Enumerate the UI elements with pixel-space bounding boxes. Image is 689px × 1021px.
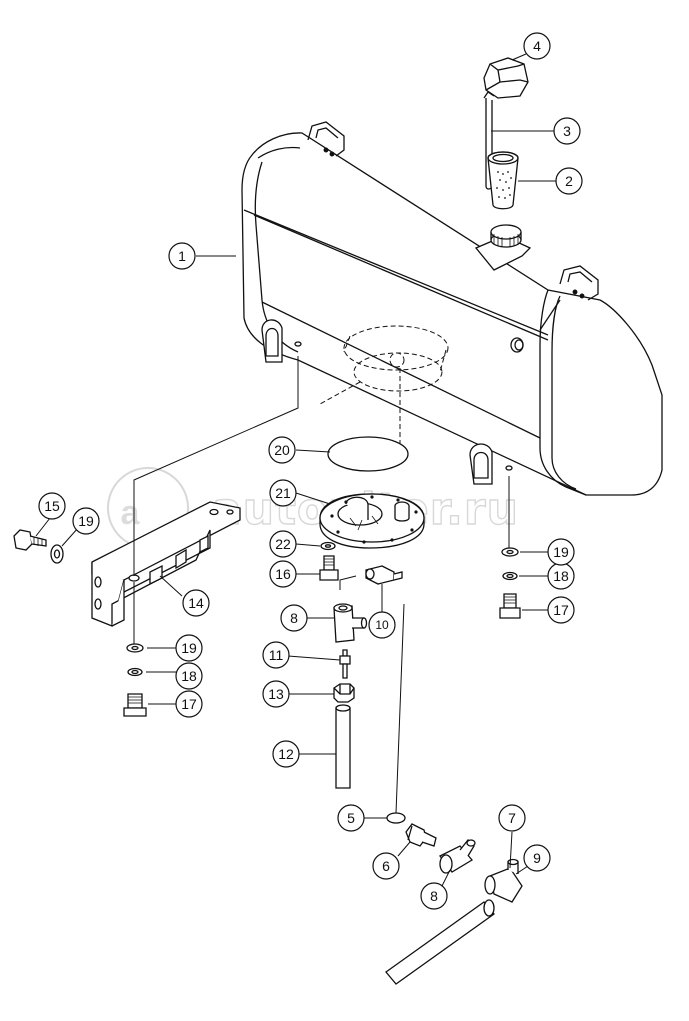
filler-cap-group bbox=[483, 57, 529, 210]
callout-label: 19 bbox=[553, 544, 569, 560]
callout-label: 7 bbox=[508, 810, 516, 826]
callout-label: 20 bbox=[274, 442, 290, 458]
leader-lines bbox=[35, 53, 556, 891]
callout-22: 22 bbox=[269, 530, 297, 558]
elbow-fitting bbox=[484, 858, 523, 903]
callout-19-bolt: 19 bbox=[72, 507, 100, 535]
svg-text:a: a bbox=[121, 494, 141, 532]
callout-5: 5 bbox=[337, 804, 365, 832]
callout-4: 4 bbox=[523, 32, 551, 60]
callout-7: 7 bbox=[498, 804, 526, 832]
nut bbox=[333, 683, 355, 703]
callouts: 1 2 3 4 5 6 7 8 8 9 10 11 12 13 14 15 16… bbox=[38, 32, 583, 910]
callout-11: 11 bbox=[262, 641, 290, 669]
o-ring bbox=[386, 812, 406, 824]
outlet-flange bbox=[319, 493, 425, 549]
callout-8-upper: 8 bbox=[280, 604, 308, 632]
left-fasteners bbox=[123, 643, 147, 717]
valve bbox=[339, 649, 351, 679]
callout-20: 20 bbox=[268, 436, 296, 464]
callout-label: 18 bbox=[181, 668, 197, 684]
callout-label: 3 bbox=[563, 123, 571, 139]
callout-17-right: 17 bbox=[547, 596, 575, 624]
callout-label: 21 bbox=[275, 485, 291, 501]
gasket bbox=[327, 436, 409, 472]
callout-19-left: 19 bbox=[175, 634, 203, 662]
callout-label: 6 bbox=[382, 858, 390, 874]
callout-19-right: 19 bbox=[547, 538, 575, 566]
bolt-15-group bbox=[13, 529, 64, 564]
return-fitting bbox=[365, 565, 403, 585]
callout-label: 2 bbox=[565, 173, 573, 189]
callout-label: 4 bbox=[533, 38, 541, 54]
callout-12: 12 bbox=[272, 740, 300, 768]
callout-label: 12 bbox=[278, 746, 294, 762]
fuel-tank bbox=[241, 121, 663, 496]
callout-label: 9 bbox=[533, 850, 541, 866]
callout-label: 13 bbox=[268, 686, 284, 702]
callout-17-left: 17 bbox=[175, 690, 203, 718]
hose bbox=[385, 899, 495, 985]
callout-1: 1 bbox=[168, 242, 196, 270]
callout-9: 9 bbox=[523, 844, 551, 872]
callout-label: 10 bbox=[375, 618, 389, 632]
callout-label: 17 bbox=[181, 696, 197, 712]
callout-label: 8 bbox=[290, 610, 298, 626]
callout-label: 1 bbox=[178, 248, 186, 264]
callout-label: 16 bbox=[275, 566, 291, 582]
tee-fitting-upper bbox=[333, 603, 368, 643]
tee-fitting-lower bbox=[439, 839, 476, 874]
callout-label: 19 bbox=[78, 513, 94, 529]
callout-18-left: 18 bbox=[175, 662, 203, 690]
callout-8-lower: 8 bbox=[420, 882, 448, 910]
callout-label: 5 bbox=[347, 810, 355, 826]
callout-18-right: 18 bbox=[547, 562, 575, 590]
callout-label: 18 bbox=[553, 568, 569, 584]
callout-3: 3 bbox=[553, 117, 581, 145]
connector bbox=[405, 823, 437, 847]
mounting-bracket bbox=[91, 501, 241, 627]
callout-6: 6 bbox=[372, 852, 400, 880]
callout-13: 13 bbox=[262, 680, 290, 708]
callout-label: 22 bbox=[275, 536, 291, 552]
callout-label: 11 bbox=[269, 647, 284, 663]
callout-label: 17 bbox=[553, 602, 569, 618]
right-fasteners bbox=[499, 547, 521, 619]
callout-16: 16 bbox=[269, 560, 297, 588]
callout-14: 14 bbox=[182, 589, 210, 617]
callout-2: 2 bbox=[555, 167, 583, 195]
fuel-pipe bbox=[335, 704, 351, 789]
callout-label: 8 bbox=[430, 888, 438, 904]
callout-label: 14 bbox=[188, 595, 204, 611]
callout-label: 19 bbox=[181, 640, 197, 656]
flange-fasteners bbox=[319, 541, 339, 581]
callout-label: 15 bbox=[44, 498, 60, 514]
callout-15: 15 bbox=[38, 492, 66, 520]
callout-21: 21 bbox=[269, 479, 297, 507]
callout-10: 10 bbox=[368, 611, 396, 639]
